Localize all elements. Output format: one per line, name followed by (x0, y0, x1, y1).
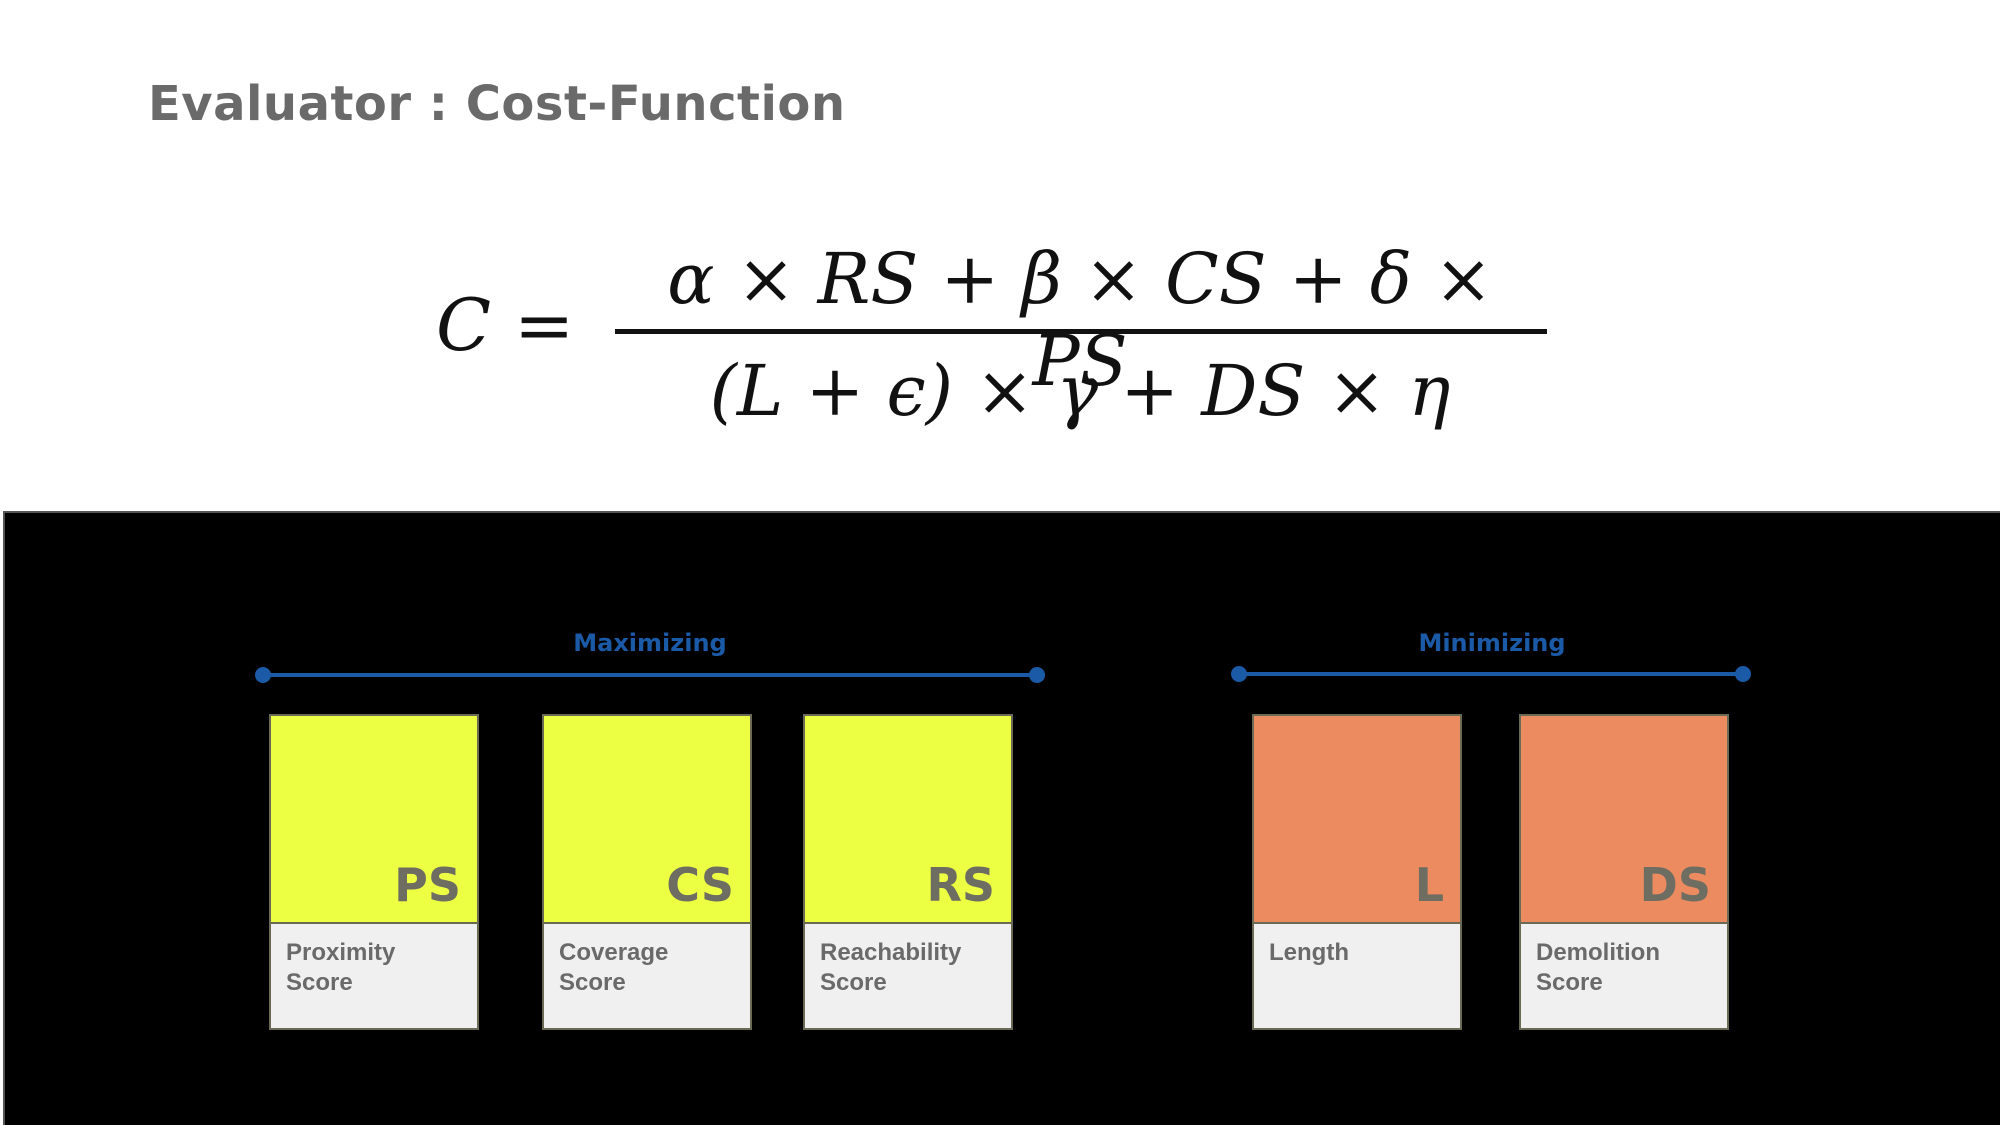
card-abbreviation: CS (666, 858, 734, 912)
card-label-area: Reachability Score (805, 924, 1011, 1028)
card-abbreviation: L (1414, 858, 1444, 912)
card-length: L Length (1252, 714, 1462, 1030)
card-color-block: L (1254, 716, 1460, 924)
card-label-area: Demolition Score (1521, 924, 1727, 1028)
maximizing-label: Maximizing (573, 629, 727, 657)
card-label: Proximity Score (286, 939, 396, 996)
maximizing-end-dot (1029, 667, 1045, 683)
card-label: Demolition Score (1536, 939, 1660, 996)
card-label-area: Coverage Score (544, 924, 750, 1028)
card-color-block: PS (271, 716, 477, 924)
minimizing-range-line (1238, 672, 1743, 676)
card-demolition-score: DS Demolition Score (1519, 714, 1729, 1030)
minimizing-end-dot (1735, 666, 1751, 682)
minimizing-label: Minimizing (1418, 629, 1566, 657)
score-panel: Maximizing Minimizing PS Proximity Score… (3, 511, 2000, 1125)
maximizing-range-line (262, 673, 1036, 677)
card-label-area: Proximity Score (271, 924, 477, 1028)
equation-denominator: (L + ϵ) × γ + DS × η (709, 350, 1451, 432)
cost-function-equation: C = α × RS + β × CS + δ × PS (L + ϵ) × γ… (0, 0, 2000, 480)
card-color-block: DS (1521, 716, 1727, 924)
card-coverage-score: CS Coverage Score (542, 714, 752, 1030)
card-abbreviation: DS (1639, 858, 1711, 912)
card-abbreviation: RS (926, 858, 995, 912)
card-label: Length (1269, 939, 1349, 966)
card-reachability-score: RS Reachability Score (803, 714, 1013, 1030)
equation-numerator: α × RS + β × CS + δ × PS (667, 238, 1493, 402)
maximizing-start-dot (255, 667, 271, 683)
equation-lhs: C = (436, 283, 575, 367)
card-proximity-score: PS Proximity Score (269, 714, 479, 1030)
card-label: Coverage Score (559, 939, 669, 996)
card-color-block: CS (544, 716, 750, 924)
card-color-block: RS (805, 716, 1011, 924)
card-label-area: Length (1254, 924, 1460, 1028)
slide-title: Evaluator : Cost-Function (148, 76, 846, 132)
card-label: Reachability Score (820, 939, 962, 996)
card-abbreviation: PS (394, 858, 461, 912)
fraction-bar (615, 329, 1547, 334)
minimizing-start-dot (1231, 666, 1247, 682)
